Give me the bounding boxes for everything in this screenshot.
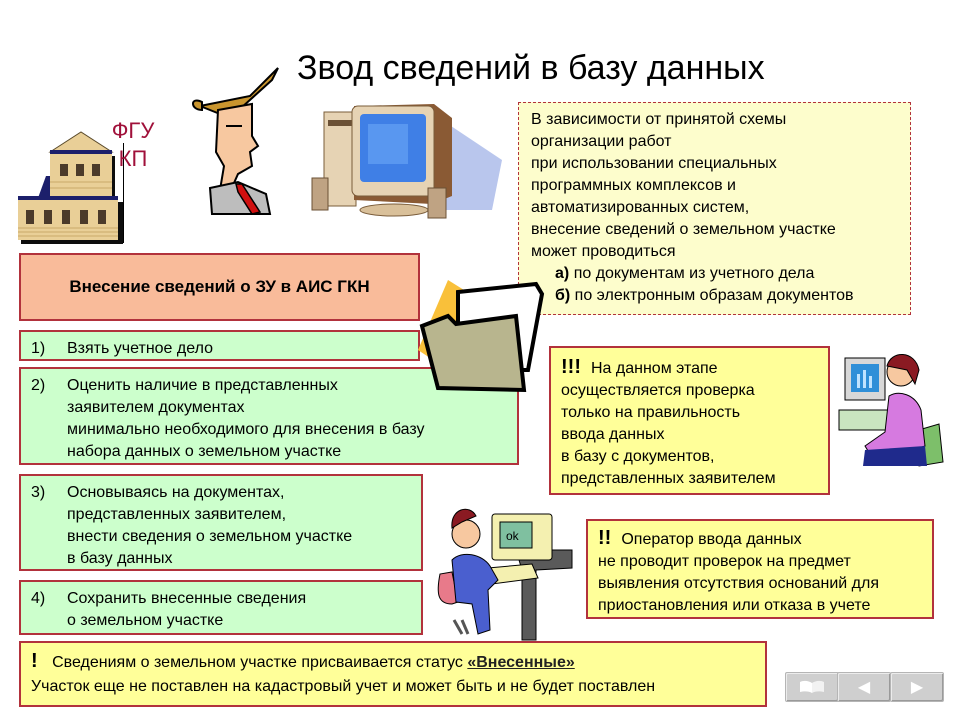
book-icon [800,680,824,693]
organization-scheme-info-box: В зависимости от принятой схемы организа… [518,102,911,315]
thinking-man-icon [192,67,279,215]
step-3: 3) Основываясь на документах, представле… [19,474,423,571]
triangle-left-icon: ◀ [857,679,871,696]
status-notice: ! Сведениям о земельном участке присваив… [19,641,767,707]
slide-title: Звод сведений в базу данных [297,49,765,87]
status-value: «Внесенные» [467,654,575,671]
step-4: 4) Сохранить внесенные сведения о земель… [19,580,423,635]
step-1: 1) Взять учетное дело [19,330,420,361]
contents-button[interactable] [785,672,839,702]
folder-icon [418,280,545,393]
woman-at-computer-icon [838,354,944,467]
operator-at-computer-icon: ok [437,508,573,641]
option-a: а) по документам из учетного дела [555,265,815,282]
org-label-pointer-line [123,143,124,243]
svg-text:ok: ok [506,529,520,543]
option-b: б) по электронным образам документов [555,287,854,304]
procedure-header: Внесение сведений о ЗУ в АИС ГКН [19,253,420,321]
triangle-right-icon: ▶ [910,679,924,696]
data-entry-check-warning: !!!На данном этапе осуществляется провер… [549,346,830,495]
next-slide-button[interactable]: ▶ [890,672,944,702]
org-label: ФГУ КП [111,118,155,171]
government-building-icon [18,131,123,244]
desktop-computer-icon [311,104,502,219]
previous-slide-button[interactable]: ◀ [837,672,891,702]
operator-no-verification-warning: !!Оператор ввода данных не проводит пров… [586,519,934,619]
